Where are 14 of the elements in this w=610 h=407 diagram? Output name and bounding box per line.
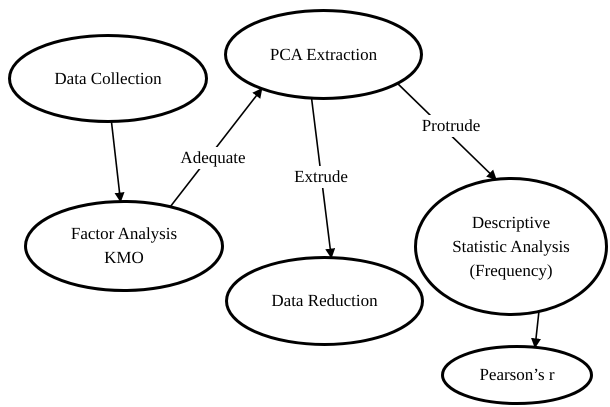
ellipse-node — [24, 200, 224, 292]
node-label: PCA Extraction — [270, 44, 378, 66]
arrow — [531, 311, 541, 348]
node-label: Data Reduction — [271, 290, 378, 312]
node-label: Pearson’s r — [479, 364, 555, 386]
node-label: Descriptive Statistic Analysis (Frequency) — [451, 212, 571, 282]
ellipse-node — [414, 177, 608, 316]
node-label: Data Collection — [54, 68, 162, 90]
ellipse-node — [8, 34, 208, 123]
arrow — [110, 121, 124, 203]
ellipse-node — [441, 345, 593, 405]
node-label: Factor Analysis KMO — [70, 223, 178, 269]
ellipse-node — [225, 256, 424, 346]
ellipse-node — [224, 9, 423, 100]
